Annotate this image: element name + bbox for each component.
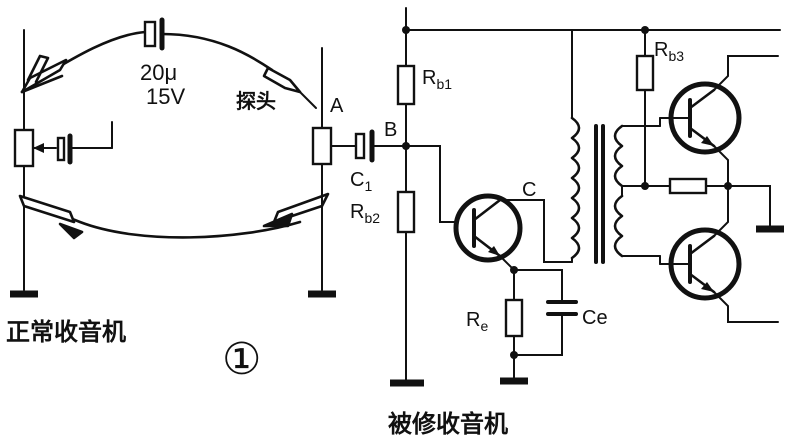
balance-resistor [668, 177, 708, 195]
output-transistor-top [659, 55, 779, 187]
rb2-label: Rb2 [350, 201, 380, 226]
point-b-label: B [384, 119, 397, 141]
right-rail-of-left-radio [308, 47, 336, 298]
capacitor-voltage-label: 15V [146, 84, 185, 109]
point-c-label: C [522, 179, 536, 201]
re-label: Re [466, 309, 488, 334]
left-title: 正常收音机 [6, 318, 126, 346]
rb1-label: Rb1 [422, 67, 452, 92]
output-tap [727, 185, 784, 233]
bias-chain [390, 7, 424, 387]
bottom-clip-lead [18, 192, 330, 240]
ce-label: Ce [582, 307, 608, 329]
probe-tip [262, 66, 317, 109]
c1-label: C1 [350, 169, 372, 194]
driver-transformer [570, 29, 732, 264]
coupling-capacitor-c1 [330, 129, 407, 163]
capacitor-value-label: 20μ [140, 60, 177, 85]
left-resistor [13, 128, 35, 168]
output-transistor-bottom [659, 117, 779, 323]
resistor-rb3 [635, 26, 655, 187]
figure-number: ① [222, 335, 261, 384]
right-title: 被修收音机 [388, 410, 508, 438]
rb3-label: Rb3 [654, 39, 684, 64]
probe-label: 探头 [236, 89, 276, 113]
left-top-clip [20, 54, 68, 94]
point-a-label: A [330, 95, 344, 117]
driver-transistor [405, 145, 573, 271]
left-series-capacitor [32, 121, 113, 165]
emitter-network [500, 266, 578, 385]
